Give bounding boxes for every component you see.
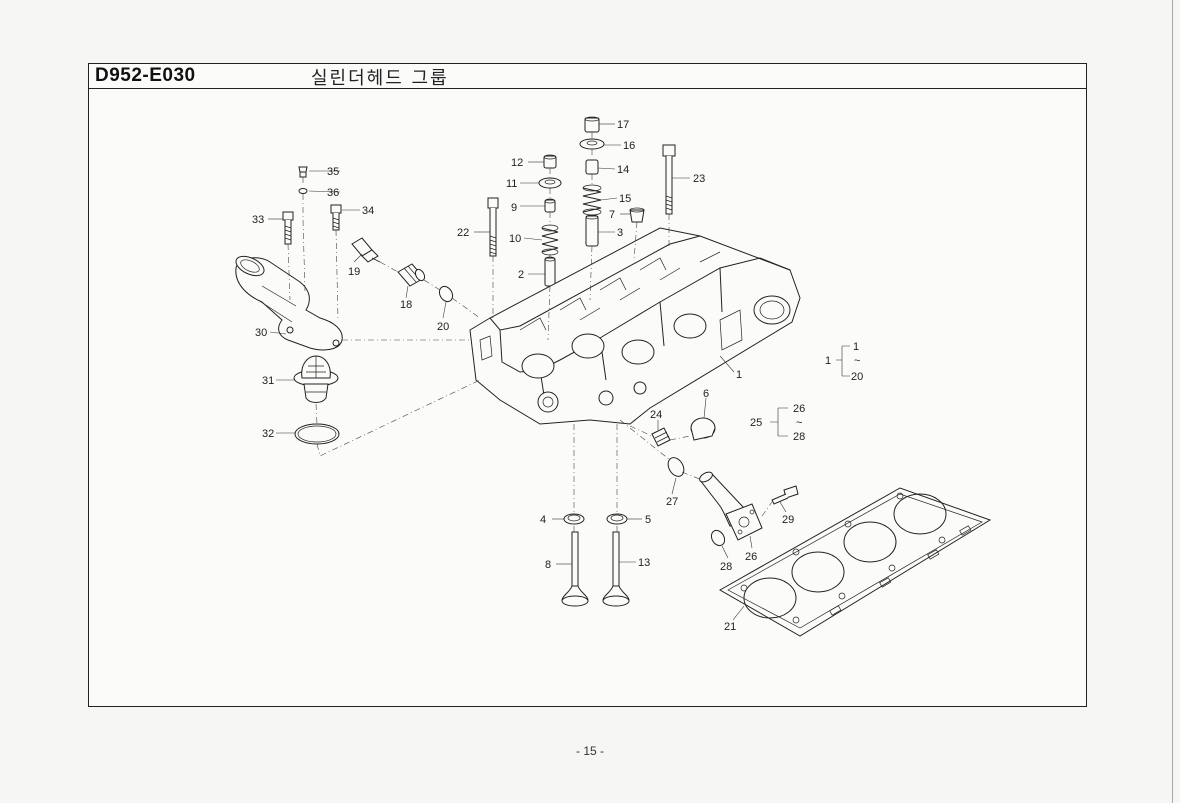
callout-36: 36 [327,187,339,199]
group-25-tilde: ~ [796,417,802,429]
o-ring-32[interactable] [294,423,340,445]
group-25-to: 28 [793,431,805,443]
valve-seat-5[interactable] [606,513,628,525]
callout-30: 30 [255,327,267,339]
callout-18: 18 [400,299,412,311]
retainer-16[interactable] [579,138,605,150]
bolt-29[interactable] [771,485,799,505]
callout-28: 28 [720,561,732,573]
bolt-22[interactable] [487,197,499,257]
bolt-33[interactable] [282,211,294,245]
sensor-18[interactable] [397,263,426,287]
plug-24[interactable] [651,427,671,447]
group-25-from: 26 [793,403,805,415]
valve-stem-seal-17[interactable] [584,116,600,133]
plug-35[interactable] [298,166,308,178]
callout-10: 10 [509,233,521,245]
o-ring-27[interactable] [665,455,687,479]
callout-15: 15 [619,193,631,205]
retainer-11[interactable] [538,177,562,189]
head-gasket-21[interactable] [718,487,992,637]
valve-stem-seal-12[interactable] [543,154,557,169]
callout-19: 19 [348,266,360,278]
callout-23: 23 [693,173,705,185]
exhaust-valve-13[interactable] [602,531,630,607]
group-1-tilde: ~ [854,355,860,367]
callout-6: 6 [703,388,709,400]
group-1-to: 20 [851,371,863,383]
cotter-9[interactable] [544,198,556,213]
spring-15[interactable] [582,184,602,216]
callout-7: 7 [609,209,615,221]
o-ring-20[interactable] [437,284,455,304]
cotter-14[interactable] [585,159,599,175]
group-title: 실린더헤드 그룹 [311,68,449,89]
callout-34: 34 [362,205,374,217]
callout-22: 22 [457,227,469,239]
plug-6[interactable] [690,417,716,441]
callout-16: 16 [623,140,635,152]
callout-14: 14 [617,164,629,176]
callout-5: 5 [645,514,651,526]
callout-2: 2 [518,269,524,281]
callout-35: 35 [327,166,339,178]
thermostat-housing[interactable] [233,252,343,351]
group-1-label: 1 [825,355,831,367]
group-code: D952-E030 [95,65,196,86]
callout-8: 8 [545,559,551,571]
assembly-lines [287,132,773,532]
callout-11: 11 [506,178,517,190]
callouts: 35 36 33 34 19 18 20 30 31 32 12 11 9 10… [252,119,863,633]
callout-27: 27 [666,496,678,508]
plug-7[interactable] [629,207,645,223]
callout-29: 29 [782,514,794,526]
thermostat[interactable] [293,355,339,403]
callout-32: 32 [262,428,274,440]
callout-21: 21 [724,621,736,633]
callout-26: 26 [745,551,757,563]
intake-valve-8[interactable] [561,531,589,607]
bolt-34[interactable] [330,204,342,231]
callout-9: 9 [511,202,517,214]
callout-13: 13 [638,557,650,569]
callout-3: 3 [617,227,623,239]
valve-seat-4[interactable] [563,513,585,525]
callout-33: 33 [252,214,264,226]
group-1-from: 1 [853,341,859,353]
callout-17: 17 [617,119,629,131]
o-ring-28[interactable] [709,528,727,548]
valve-guide-2[interactable] [544,256,556,287]
leader-lines [268,123,850,621]
callout-24: 24 [650,409,662,421]
bolt-23[interactable] [662,144,676,215]
callout-1: 1 [736,369,742,381]
callout-20: 20 [437,321,449,333]
washer-36[interactable] [298,188,308,194]
cylinder-head[interactable] [469,227,801,425]
water-pipe-26[interactable] [698,470,763,541]
sensor-19[interactable] [351,237,381,263]
group-25-label: 25 [750,417,762,429]
header-bar: D952-E030 실린더헤드 그룹 [89,64,1086,89]
callout-12: 12 [511,157,523,169]
callout-4: 4 [540,514,546,526]
callout-31: 31 [262,375,274,387]
page-number: - 15 - [575,744,604,758]
scan-edge-line [1172,0,1173,803]
spring-10[interactable] [541,224,559,256]
valve-guide-3[interactable] [585,214,599,247]
